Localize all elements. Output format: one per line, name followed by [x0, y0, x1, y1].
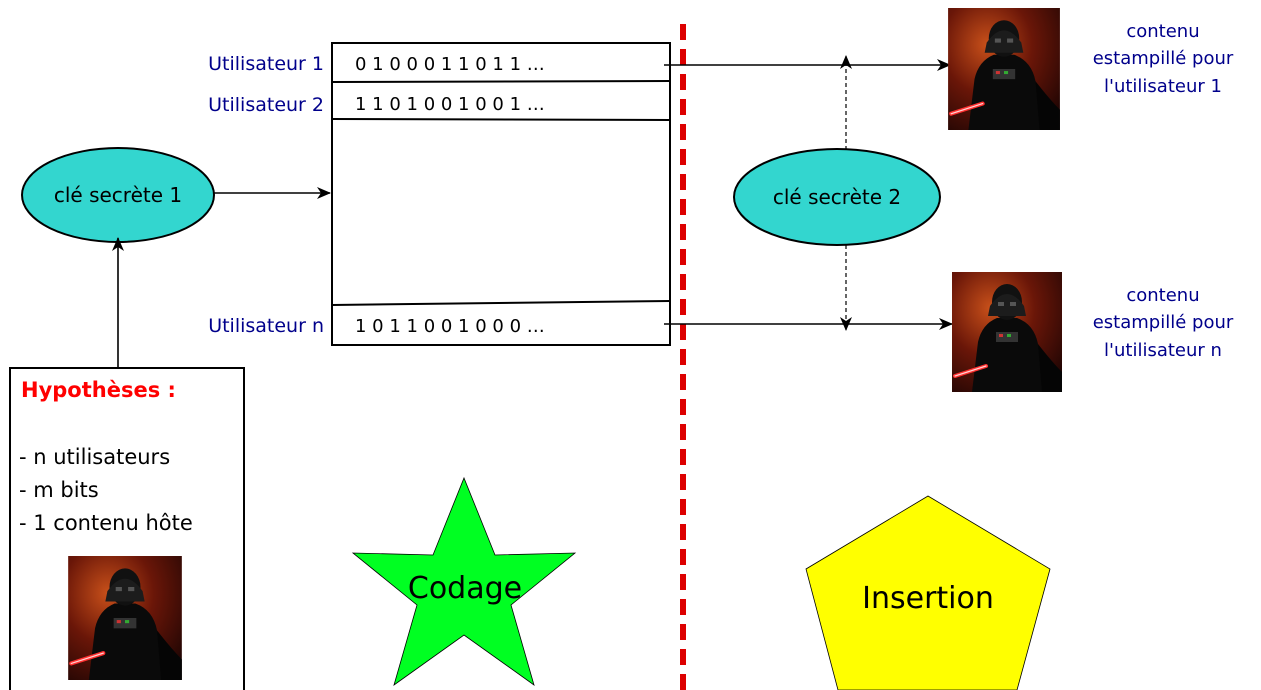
hypotheses-title: Hypothèses :: [21, 378, 176, 402]
user-2-codeword: 1 1 0 1 0 0 1 0 0 1 …: [355, 94, 545, 115]
hypothesis-host-content: - 1 contenu hôte: [19, 511, 193, 535]
coding-star: [351, 476, 577, 686]
code-table: [331, 42, 671, 346]
watermarked-content-n-image: [952, 272, 1062, 392]
secret-key-2-node: [733, 148, 941, 246]
output-n-caption-line1: contenu: [1126, 285, 1199, 306]
output-1-caption-line2: estampillé pour: [1093, 48, 1234, 69]
hypothesis-bits: - m bits: [19, 478, 99, 502]
secret-key-2-label: clé secrète 2: [773, 185, 901, 209]
user-n-codeword: 1 0 1 1 0 0 1 0 0 0 …: [355, 316, 545, 337]
user-n-label: Utilisateur n: [208, 315, 324, 337]
user-1-label: Utilisateur 1: [208, 53, 324, 75]
insertion-stage-label: Insertion: [862, 581, 994, 616]
host-content-image: [68, 556, 182, 680]
watermarked-content-1-image: [948, 8, 1060, 130]
output-n-caption-line2: estampillé pour: [1093, 312, 1234, 333]
output-n-caption-line3: l'utilisateur n: [1104, 340, 1222, 361]
output-1-caption-line3: l'utilisateur 1: [1104, 76, 1222, 97]
hypothesis-users: - n utilisateurs: [19, 445, 170, 469]
user-1-codeword: 0 1 0 0 0 1 1 0 1 1 …: [355, 54, 545, 75]
secret-key-1-label: clé secrète 1: [54, 183, 182, 207]
user-2-label: Utilisateur 2: [208, 94, 324, 116]
insertion-pentagon: [805, 495, 1051, 690]
coding-stage-label: Codage: [408, 571, 522, 606]
output-1-caption-line1: contenu: [1126, 21, 1199, 42]
